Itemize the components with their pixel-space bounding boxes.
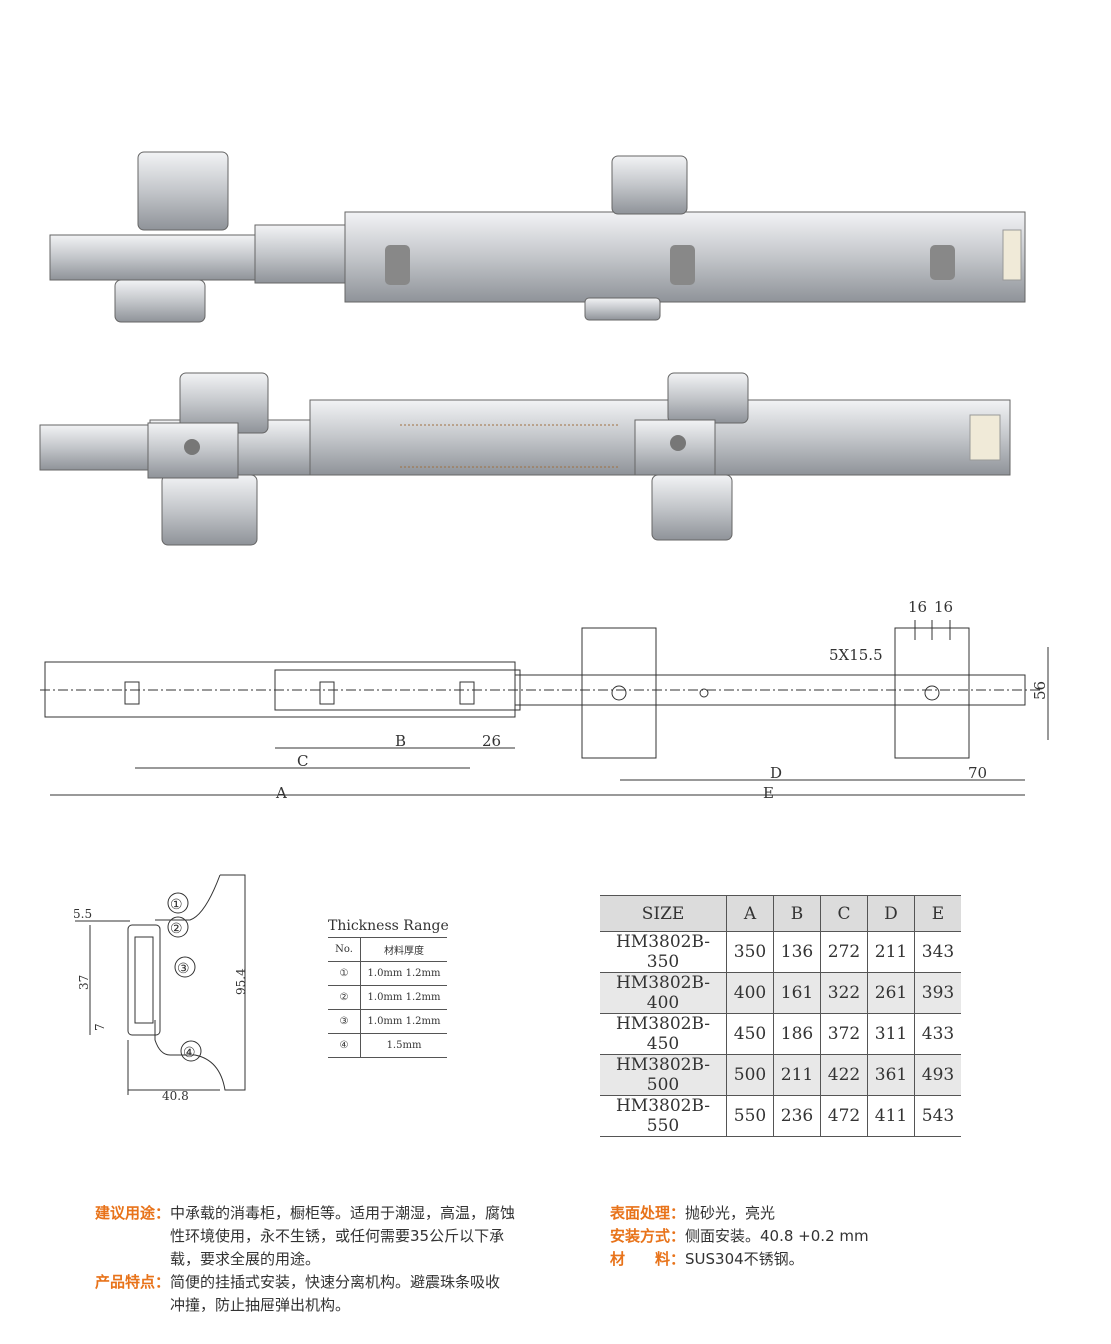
features-label: 产品特点： <box>95 1273 171 1291</box>
dim-e: E <box>763 784 774 802</box>
surface-label: 表面处理： <box>610 1204 686 1222</box>
features-line: 冲撞，防止抽屉弹出机构。 <box>170 1296 351 1314</box>
surface-value: 抛砂光，亮光 <box>685 1204 776 1222</box>
dim-a: A <box>275 784 287 802</box>
slide-photo-top <box>49 151 1026 323</box>
cell: 543 <box>914 1095 961 1137</box>
dim-26: 26 <box>482 732 501 750</box>
header-cell: C <box>820 895 868 932</box>
thickness-header-no: No. <box>328 937 361 962</box>
cell: 422 <box>820 1054 868 1096</box>
install-value: 侧面安装。40.8 +0.2 mm <box>685 1227 869 1245</box>
cell: 1.0mm 1.2mm <box>360 985 447 1010</box>
cell: 186 <box>773 1013 821 1055</box>
cell: 361 <box>867 1054 915 1096</box>
cell: 350 <box>726 931 774 973</box>
cell: 211 <box>773 1054 821 1096</box>
dim-7: 7 <box>93 1023 107 1031</box>
cell: 311 <box>867 1013 915 1055</box>
dim-16b: 16 <box>934 598 953 616</box>
cell: 211 <box>867 931 915 973</box>
features-line: 简便的挂插式安装，快速分离机构。避震珠条吸收 <box>170 1273 501 1291</box>
cell: 136 <box>773 931 821 973</box>
header-cell: A <box>726 895 774 932</box>
header-cell: E <box>914 895 961 932</box>
usage-line: 中承载的消毒柜，橱柜等。适用于潮湿，高温，腐蚀 <box>170 1204 516 1222</box>
cell: 372 <box>820 1013 868 1055</box>
cell: HM3802B-500 <box>600 1054 727 1096</box>
cell: 343 <box>914 931 961 973</box>
cell: ② <box>328 985 361 1010</box>
callout-1: ① <box>170 897 183 913</box>
cell: 1.0mm 1.2mm <box>360 961 447 986</box>
dim-5-5: 5.5 <box>73 907 92 921</box>
material-label: 材 料： <box>610 1250 686 1268</box>
cell: 400 <box>726 972 774 1014</box>
dim-95-4: 95.4 <box>234 968 248 995</box>
usage-label: 建议用途： <box>95 1204 171 1222</box>
cell: HM3802B-350 <box>600 931 727 973</box>
header-cell: B <box>773 895 821 932</box>
header-cell: D <box>867 895 915 932</box>
dim-37: 37 <box>77 975 91 990</box>
dimension-drawing: 5X15.5 16 16 56 B 26 C D 70 A E <box>40 598 1049 802</box>
dim-70: 70 <box>968 764 987 782</box>
cell: 1.0mm 1.2mm <box>360 1009 447 1034</box>
description-left: 建议用途： 中承载的消毒柜，橱柜等。适用于潮湿，高温，腐蚀性环境使用，永不生锈，… <box>95 1202 545 1317</box>
cell: ③ <box>328 1009 361 1034</box>
callout-3: ③ <box>177 961 190 977</box>
callout-2: ② <box>170 921 183 937</box>
slide-photo-bottom <box>39 372 1011 546</box>
dim-40-8: 40.8 <box>162 1089 189 1103</box>
cell: HM3802B-400 <box>600 972 727 1014</box>
cell: 393 <box>914 972 961 1014</box>
usage-line: 载，要求全展的用途。 <box>170 1250 321 1268</box>
cell: 1.5mm <box>360 1033 447 1058</box>
cell: 450 <box>726 1013 774 1055</box>
dim-16a: 16 <box>908 598 927 616</box>
cross-section-drawing: 5.5 37 7 95.4 40.8 ① ② ③ ④ <box>73 874 248 1103</box>
usage-line: 性环境使用，永不生锈，或任何需要35公斤以下承 <box>170 1227 505 1245</box>
install-label: 安装方式： <box>610 1227 686 1245</box>
dim-hole: 5X15.5 <box>829 646 883 664</box>
cell: 472 <box>820 1095 868 1137</box>
cell: 236 <box>773 1095 821 1137</box>
description-right: 表面处理：抛砂光，亮光 安装方式：侧面安装。40.8 +0.2 mm 材 料：S… <box>610 1202 869 1271</box>
cell: HM3802B-550 <box>600 1095 727 1137</box>
header-cell: SIZE <box>600 895 727 932</box>
cell: 411 <box>867 1095 915 1137</box>
material-value: SUS304不锈钢。 <box>685 1250 804 1268</box>
thickness-header-material: 材料厚度 <box>360 937 447 962</box>
dim-56: 56 <box>1031 681 1049 700</box>
cell: 550 <box>726 1095 774 1137</box>
cell: ① <box>328 961 361 986</box>
cell: 500 <box>726 1054 774 1096</box>
callout-4: ④ <box>183 1045 196 1061</box>
cell: 322 <box>820 972 868 1014</box>
cell: 493 <box>914 1054 961 1096</box>
dim-b: B <box>395 732 406 750</box>
cell: 261 <box>867 972 915 1014</box>
cell: 161 <box>773 972 821 1014</box>
cell: 433 <box>914 1013 961 1055</box>
thickness-title: Thickness Range <box>328 918 449 934</box>
cell: HM3802B-450 <box>600 1013 727 1055</box>
dim-d: D <box>770 764 782 782</box>
cell: ④ <box>328 1033 361 1058</box>
cell: 272 <box>820 931 868 973</box>
dim-c: C <box>297 752 308 770</box>
